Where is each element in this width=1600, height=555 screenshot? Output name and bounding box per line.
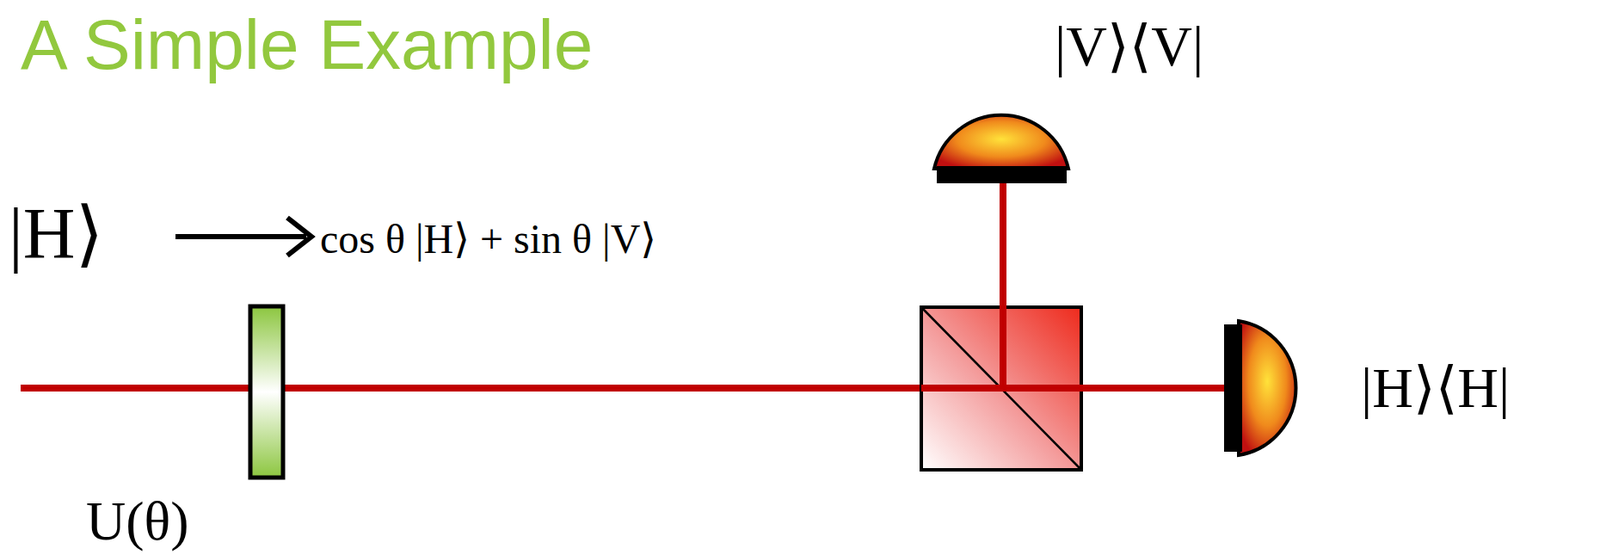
output-state: cos θ |H⟩ + sin θ |V⟩ (320, 216, 657, 263)
projector-h: |H⟩⟨H| (1360, 356, 1510, 420)
reflected-beam (999, 182, 1007, 392)
projector-v: |V⟩⟨V| (1054, 15, 1204, 79)
laser-beam (20, 384, 1227, 392)
transform-arrow (175, 217, 312, 256)
detector-v (934, 115, 1069, 184)
unitary-label: U(θ) (86, 491, 190, 552)
laser-beam (921, 384, 1227, 392)
wave-plate (250, 306, 284, 478)
slide-title: A Simple Example (20, 6, 593, 84)
detector-h (1224, 320, 1296, 456)
input-state: |H⟩ (8, 194, 104, 274)
